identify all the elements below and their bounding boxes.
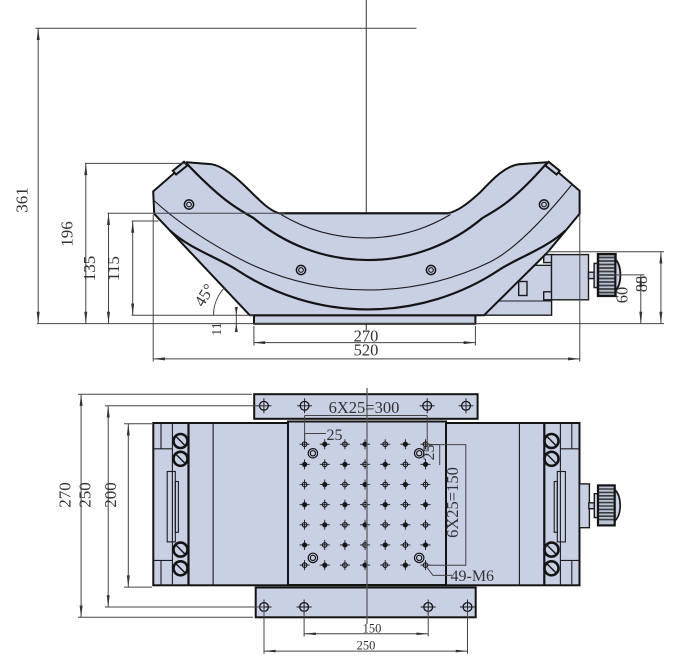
svg-text:361: 361 [13,187,32,213]
svg-text:135: 135 [80,256,99,282]
svg-text:150: 150 [363,622,382,636]
svg-text:270: 270 [354,327,379,346]
svg-text:88: 88 [632,276,651,293]
svg-text:6X25=150: 6X25=150 [443,467,462,538]
svg-text:270: 270 [56,482,75,508]
svg-text:115: 115 [104,256,123,281]
svg-text:200: 200 [101,482,120,508]
svg-text:49-M6: 49-M6 [451,568,495,585]
svg-text:196: 196 [58,221,77,247]
svg-text:25: 25 [421,445,438,461]
svg-text:250: 250 [76,482,95,508]
svg-text:6X25=300: 6X25=300 [329,398,400,417]
svg-text:250: 250 [357,639,376,653]
svg-text:25: 25 [327,427,343,444]
svg-text:60: 60 [613,287,632,304]
svg-text:11: 11 [210,322,225,335]
svg-text:520: 520 [354,341,379,360]
